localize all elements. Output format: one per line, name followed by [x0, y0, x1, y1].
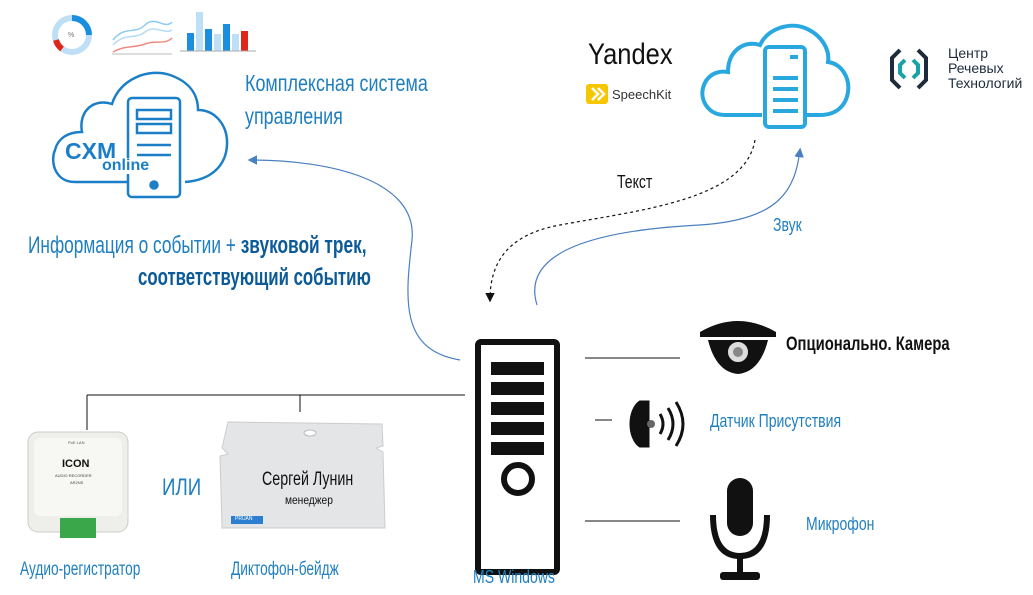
- crt-line1: Центр: [948, 45, 989, 61]
- event-arrow: [247, 155, 461, 361]
- donut-chart-icon: [52, 15, 92, 55]
- text-arrow: [485, 139, 756, 303]
- or-label: ИЛИ: [162, 474, 202, 501]
- speech-cloud-icon: [700, 23, 851, 129]
- cxm-logo-main: CXM: [65, 138, 117, 164]
- sensor-label: Датчик Присутствия: [710, 411, 842, 431]
- camera-label: Опционально. Камера: [786, 334, 950, 355]
- pc-tower-icon: [475, 339, 560, 575]
- presence-sensor-icon: [629, 400, 685, 448]
- info-regular: Информация о событии +: [28, 232, 241, 259]
- cxm-label-line2: управления: [245, 103, 343, 129]
- bar-chart-icon: [180, 12, 256, 52]
- info-line2: соответствующий событию: [138, 264, 371, 291]
- badge-brand: PRUAN: [235, 516, 253, 522]
- crt-line2: Речевых: [948, 60, 1004, 76]
- recorder-port: PoE LAN: [68, 440, 85, 445]
- recorder-label: Аудио-регистратор: [20, 559, 141, 580]
- crt-line3: Технологий: [948, 75, 1023, 91]
- speechkit-text: SpeechKit: [612, 87, 672, 102]
- recorder-brand: ICON: [62, 458, 90, 470]
- cxm-logo-sub: online: [102, 157, 150, 174]
- sound-arrow: [534, 147, 804, 306]
- yandex-text: Yandex: [588, 38, 673, 71]
- pc-label: MS Windows: [473, 567, 555, 587]
- cxm-cloud-icon: [51, 71, 229, 199]
- connector-lines: [86, 357, 680, 522]
- audio-recorder-image: [27, 431, 129, 538]
- donut-percent-label: %: [68, 32, 75, 39]
- line-chart-icon: [112, 20, 173, 55]
- text-label: Текст: [617, 172, 653, 192]
- recorder-model1: AUDIO RECORDER: [55, 473, 92, 478]
- speechkit-logo: [586, 84, 608, 104]
- microphone-label: Микрофон: [806, 514, 875, 534]
- crt-logo: [890, 48, 928, 90]
- badge-image: [219, 421, 386, 529]
- badge-label: Диктофон-бейдж: [231, 559, 339, 580]
- info-bold: звуковой трек,: [240, 232, 367, 259]
- sound-label: Звук: [773, 215, 802, 235]
- recorder-model2: AR2NS: [70, 480, 84, 485]
- info-line1: Информация о событии + звуковой трек,: [28, 234, 367, 258]
- yandex-logo: Yandex: [588, 40, 673, 70]
- microphone-icon: [710, 478, 770, 580]
- badge-role: менеджер: [285, 493, 333, 507]
- badge-name: Сергей Лунин: [262, 469, 354, 490]
- camera-icon: [700, 321, 776, 374]
- cxm-label-line1: Комплексная система: [245, 70, 428, 96]
